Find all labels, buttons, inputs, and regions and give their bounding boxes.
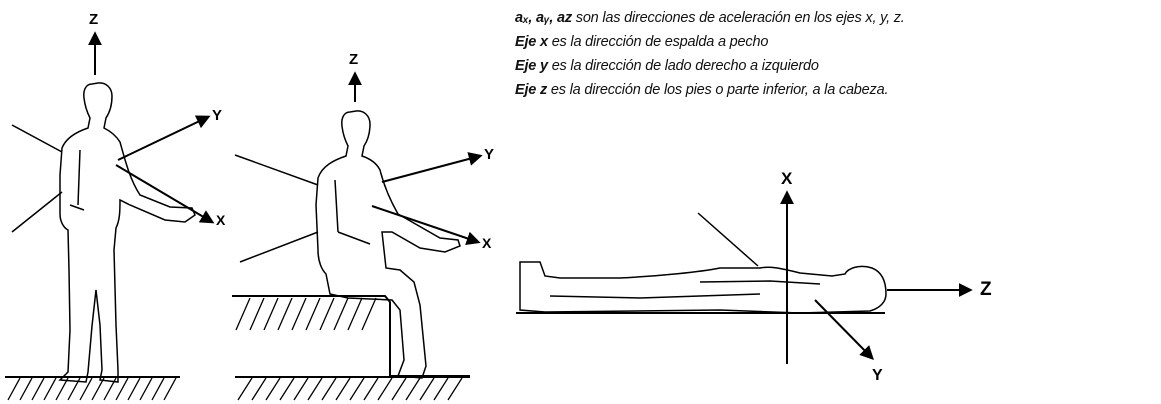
standing-x-back-line xyxy=(11,191,63,233)
standing-body-outline xyxy=(58,82,196,383)
legend-accel-z: z xyxy=(564,10,572,26)
seated-ground-hatch xyxy=(237,377,463,401)
lying-figure xyxy=(516,190,973,364)
lying-arm-line xyxy=(549,293,761,299)
seated-bench-hatch xyxy=(235,297,377,331)
legend-line-accel: aₓ, aᵧ, az son las direcciones de aceler… xyxy=(515,6,1155,30)
standing-y-arrow xyxy=(117,115,211,161)
legend-x-title: Eje x xyxy=(515,34,548,50)
lying-x-label: X xyxy=(781,169,793,188)
legend-x-text: es la dirección de espalda a pecho xyxy=(547,34,769,50)
lying-x-back-line xyxy=(697,212,759,267)
seated-figure xyxy=(232,71,483,401)
legend-z-text: es la dirección de los pies o parte infe… xyxy=(547,82,889,98)
seated-x-back-line xyxy=(239,231,319,263)
seated-y-label: Y xyxy=(484,146,495,163)
seated-y-arrow xyxy=(381,152,483,183)
standing-arm-line xyxy=(69,149,85,211)
legend-z-title: Eje z xyxy=(515,82,548,98)
lying-body-outline xyxy=(519,261,887,314)
lying-z-label: Z xyxy=(980,279,992,300)
seated-z-label: Z xyxy=(349,51,359,68)
legend-accel-symbols: aₓ, aᵧ, a xyxy=(515,10,565,26)
seated-body-outline xyxy=(315,110,461,379)
seated-x-arrow xyxy=(371,205,481,246)
standing-y-back-line xyxy=(11,124,63,153)
standing-z-label: Z xyxy=(89,11,99,28)
lying-y-label: Y xyxy=(872,367,883,384)
seated-y-back-line xyxy=(234,154,319,186)
seated-bench xyxy=(232,295,470,377)
axes-legend: aₓ, aᵧ, az son las direcciones de aceler… xyxy=(515,6,1155,102)
lying-y-arrow xyxy=(814,299,874,360)
legend-line-z: Eje z es la dirección de los pies o part… xyxy=(515,78,1155,102)
legend-accel-text: son las direcciones de aceleración en lo… xyxy=(571,10,905,26)
seated-arm-line xyxy=(334,179,371,245)
lying-body-line xyxy=(699,280,821,285)
legend-line-y: Eje y es la dirección de lado derecho a … xyxy=(515,54,1155,78)
standing-y-label: Y xyxy=(212,107,223,124)
legend-y-text: es la dirección de lado derecho a izquie… xyxy=(547,58,819,74)
standing-ground-hatch xyxy=(7,377,177,401)
legend-y-title: Eje y xyxy=(515,58,548,74)
seated-x-label: X xyxy=(482,235,492,251)
standing-x-label: X xyxy=(216,212,226,228)
legend-line-x: Eje x es la dirección de espalda a pecho xyxy=(515,30,1155,54)
standing-x-arrow xyxy=(115,164,215,224)
standing-figure xyxy=(5,31,215,401)
